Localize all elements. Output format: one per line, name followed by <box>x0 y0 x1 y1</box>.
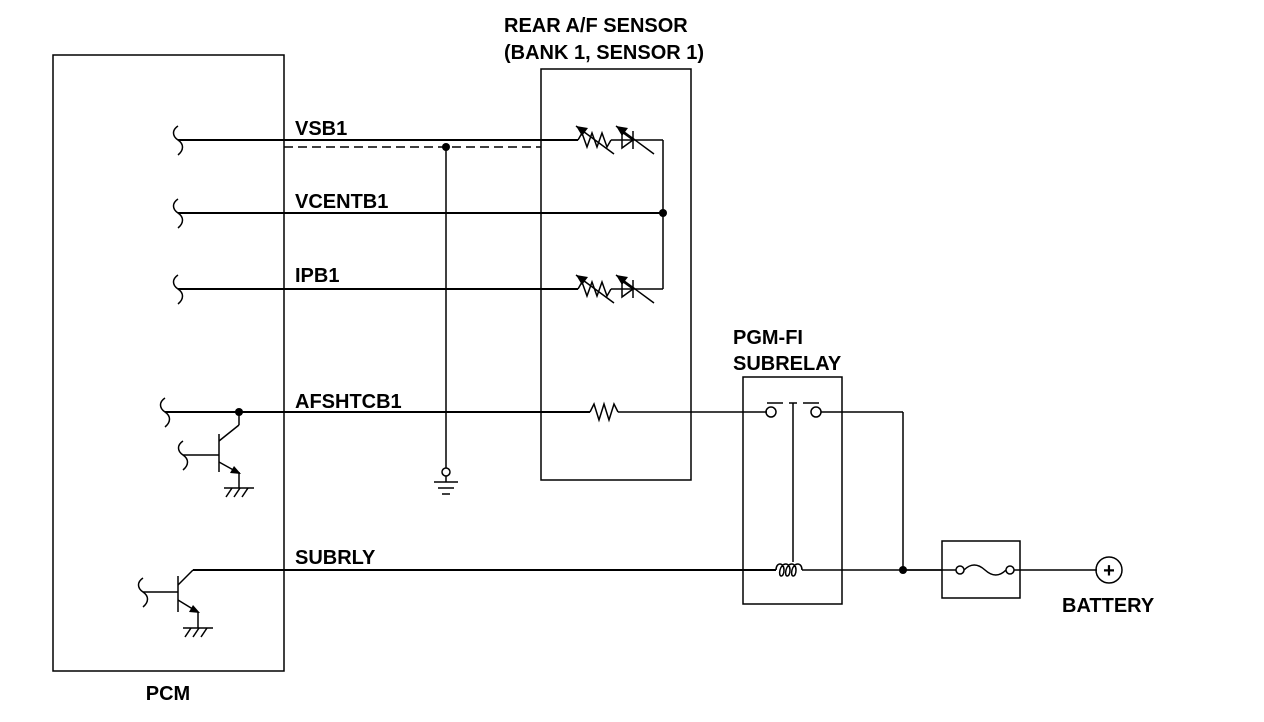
variable-resistor-icon <box>575 125 615 155</box>
signal-label-afshtcb1: AFSHTCB1 <box>295 391 402 413</box>
heater-resistor-icon <box>589 401 767 423</box>
sensor-title-line2: (BANK 1, SENSOR 1) <box>504 42 704 64</box>
sensor-title-line1: REAR A/F SENSOR <box>504 15 688 37</box>
relay-box <box>742 376 843 605</box>
battery-icon <box>1095 556 1123 584</box>
pcm-label: PCM <box>146 683 190 705</box>
relay-coil-icon <box>193 563 942 577</box>
signal-label-vcentb1: VCENTB1 <box>295 191 388 213</box>
pcm-box <box>52 54 285 672</box>
diode-icon <box>611 274 663 304</box>
relay-label-line2: SUBRELAY <box>733 353 842 375</box>
variable-resistor-icon <box>575 274 615 304</box>
transistor-icon <box>143 569 200 628</box>
sensor-box <box>540 68 692 481</box>
junction-dot <box>899 566 907 574</box>
shield-ground <box>434 143 458 495</box>
ground-icon <box>183 627 213 638</box>
connector-icon <box>137 125 189 608</box>
diode-icon <box>611 125 663 155</box>
ground-icon <box>224 487 254 498</box>
battery-plus-symbol: + <box>1103 560 1115 582</box>
signal-label-subrly: SUBRLY <box>295 547 376 569</box>
relay-switch-icon <box>765 402 904 570</box>
junction-dot <box>659 209 667 217</box>
relay-label-line1: PGM-FI <box>733 327 803 349</box>
signal-label-vsb1: VSB1 <box>295 118 347 140</box>
battery-label: BATTERY <box>1062 595 1155 617</box>
signal-label-ipb1: IPB1 <box>295 265 339 287</box>
transistor-icon <box>183 408 243 488</box>
